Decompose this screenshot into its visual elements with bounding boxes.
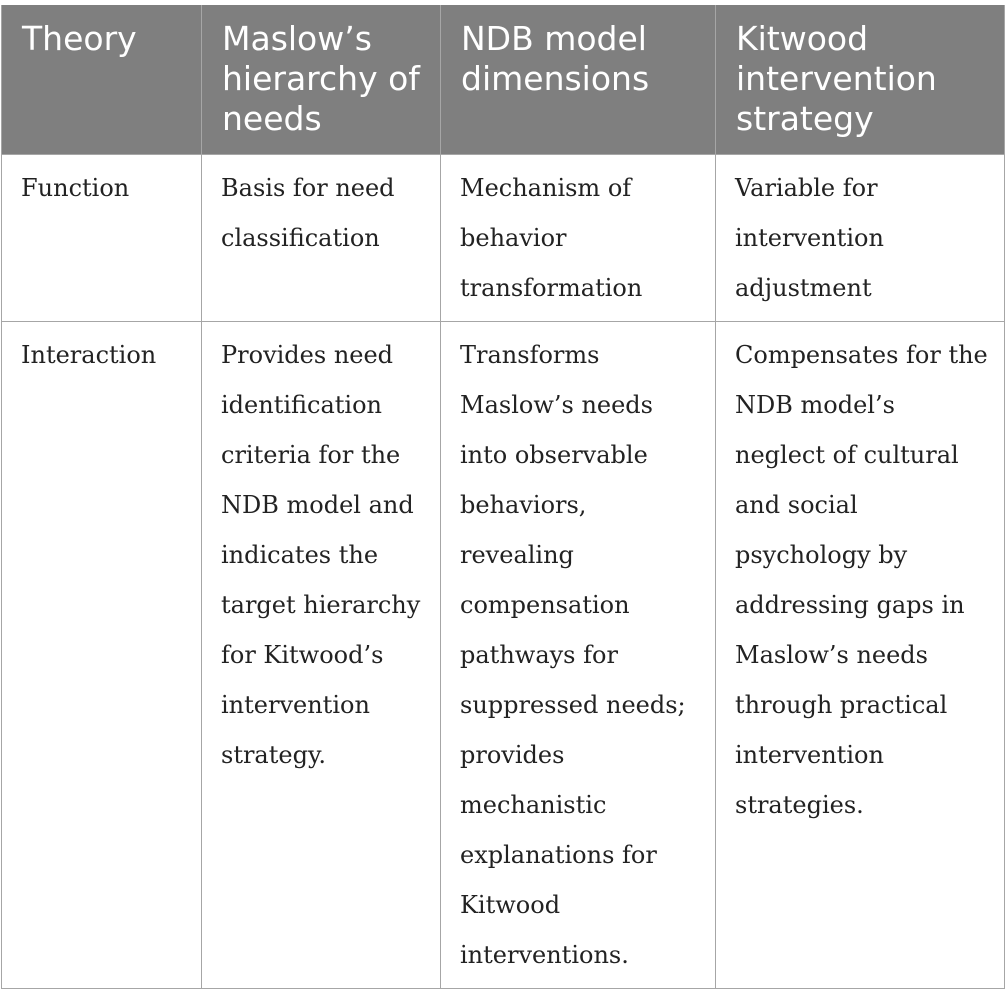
table-row-interaction: Interaction Provides need identification… [1, 321, 1005, 989]
header-ndb: NDB model dimensions [440, 5, 716, 155]
theory-table-container: Theory Maslow’s hierarchy of needs NDB m… [1, 5, 1005, 989]
cell-function-ndb: Mechanism of behavior transformation [440, 154, 716, 322]
table-row-function: Function Basis for need classification M… [1, 154, 1005, 322]
table-body: Function Basis for need classification M… [1, 154, 1005, 989]
cell-function-label: Function [1, 154, 202, 322]
table-header: Theory Maslow’s hierarchy of needs NDB m… [1, 5, 1005, 155]
header-kitwood: Kitwood intervention strategy [715, 5, 1005, 155]
cell-interaction-ndb: Transforms Maslow’s needs into observabl… [440, 321, 716, 989]
cell-function-kitwood: Variable for intervention adjustment [715, 154, 1005, 322]
header-row: Theory Maslow’s hierarchy of needs NDB m… [1, 5, 1005, 155]
theory-comparison-table: Theory Maslow’s hierarchy of needs NDB m… [1, 5, 1005, 989]
cell-interaction-maslow: Provides need identification criteria fo… [201, 321, 441, 989]
header-theory: Theory [1, 5, 202, 155]
cell-function-maslow: Basis for need classification [201, 154, 441, 322]
cell-interaction-kitwood: Compensates for the NDB model’s neglect … [715, 321, 1005, 989]
header-maslow: Maslow’s hierarchy of needs [201, 5, 441, 155]
cell-interaction-label: Interaction [1, 321, 202, 989]
